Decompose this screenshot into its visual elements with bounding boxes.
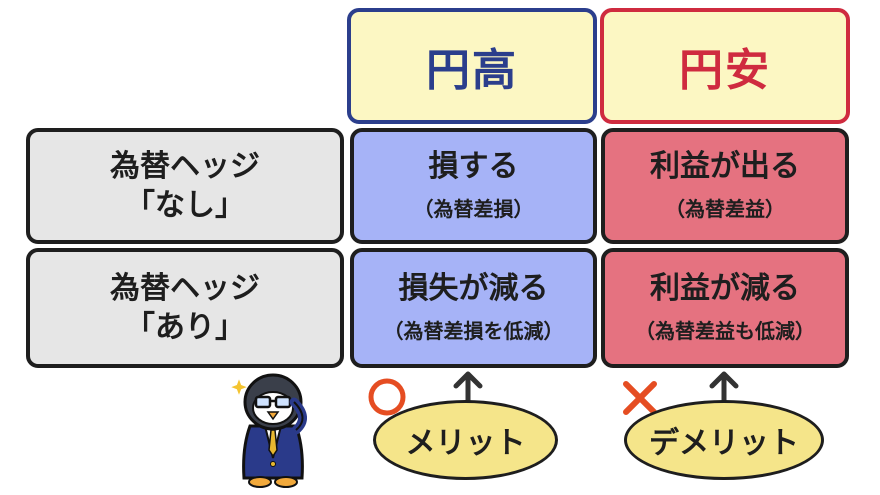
cell-sub-text: （為替差益も低減）: [635, 318, 815, 343]
row-header-with-hedge: 為替ヘッジ 「あり」: [26, 248, 344, 368]
cell-sub-text: （為替差損）: [413, 196, 534, 221]
merit-bubble: メリット: [373, 400, 558, 480]
row-header-line2: 「あり」: [125, 310, 245, 345]
row-header-line1: 為替ヘッジ: [110, 149, 260, 184]
cross-icon: [623, 381, 657, 415]
cell-with-hedge-yen-depreciation: 利益が減る （為替差益も低減）: [601, 248, 849, 368]
demerit-label: デメリット: [649, 426, 799, 461]
cell-main-text: 利益が出る: [650, 149, 800, 185]
row-header-no-hedge: 為替ヘッジ 「なし」: [26, 128, 344, 244]
row-header-line1: 為替ヘッジ: [110, 271, 260, 306]
cell-no-hedge-yen-depreciation: 利益が出る （為替差益）: [601, 128, 849, 244]
cell-with-hedge-yen-appreciation: 損失が減る （為替差損を低減）: [350, 248, 597, 368]
cell-main-text: 損する: [428, 149, 519, 185]
cell-sub-text: （為替差損を低減）: [383, 318, 564, 343]
column-header-yen-appreciation-label: 円高: [426, 45, 518, 96]
cell-main-text: 損失が減る: [398, 271, 549, 307]
cell-sub-text: （為替差益）: [665, 196, 785, 221]
up-arrow-icon: [709, 371, 739, 404]
penguin-businessman-icon: [231, 373, 307, 488]
merit-label: メリット: [405, 426, 526, 461]
demerit-bubble: デメリット: [624, 400, 824, 480]
up-arrow-icon: [453, 371, 483, 404]
circle-icon: [368, 378, 406, 416]
column-header-yen-depreciation: 円安: [600, 8, 850, 124]
column-header-yen-depreciation-label: 円安: [679, 45, 771, 96]
row-header-line2: 「なし」: [125, 188, 245, 223]
cell-main-text: 利益が減る: [650, 271, 800, 307]
column-header-yen-appreciation: 円高: [347, 8, 597, 124]
cell-no-hedge-yen-appreciation: 損する （為替差損）: [350, 128, 597, 244]
